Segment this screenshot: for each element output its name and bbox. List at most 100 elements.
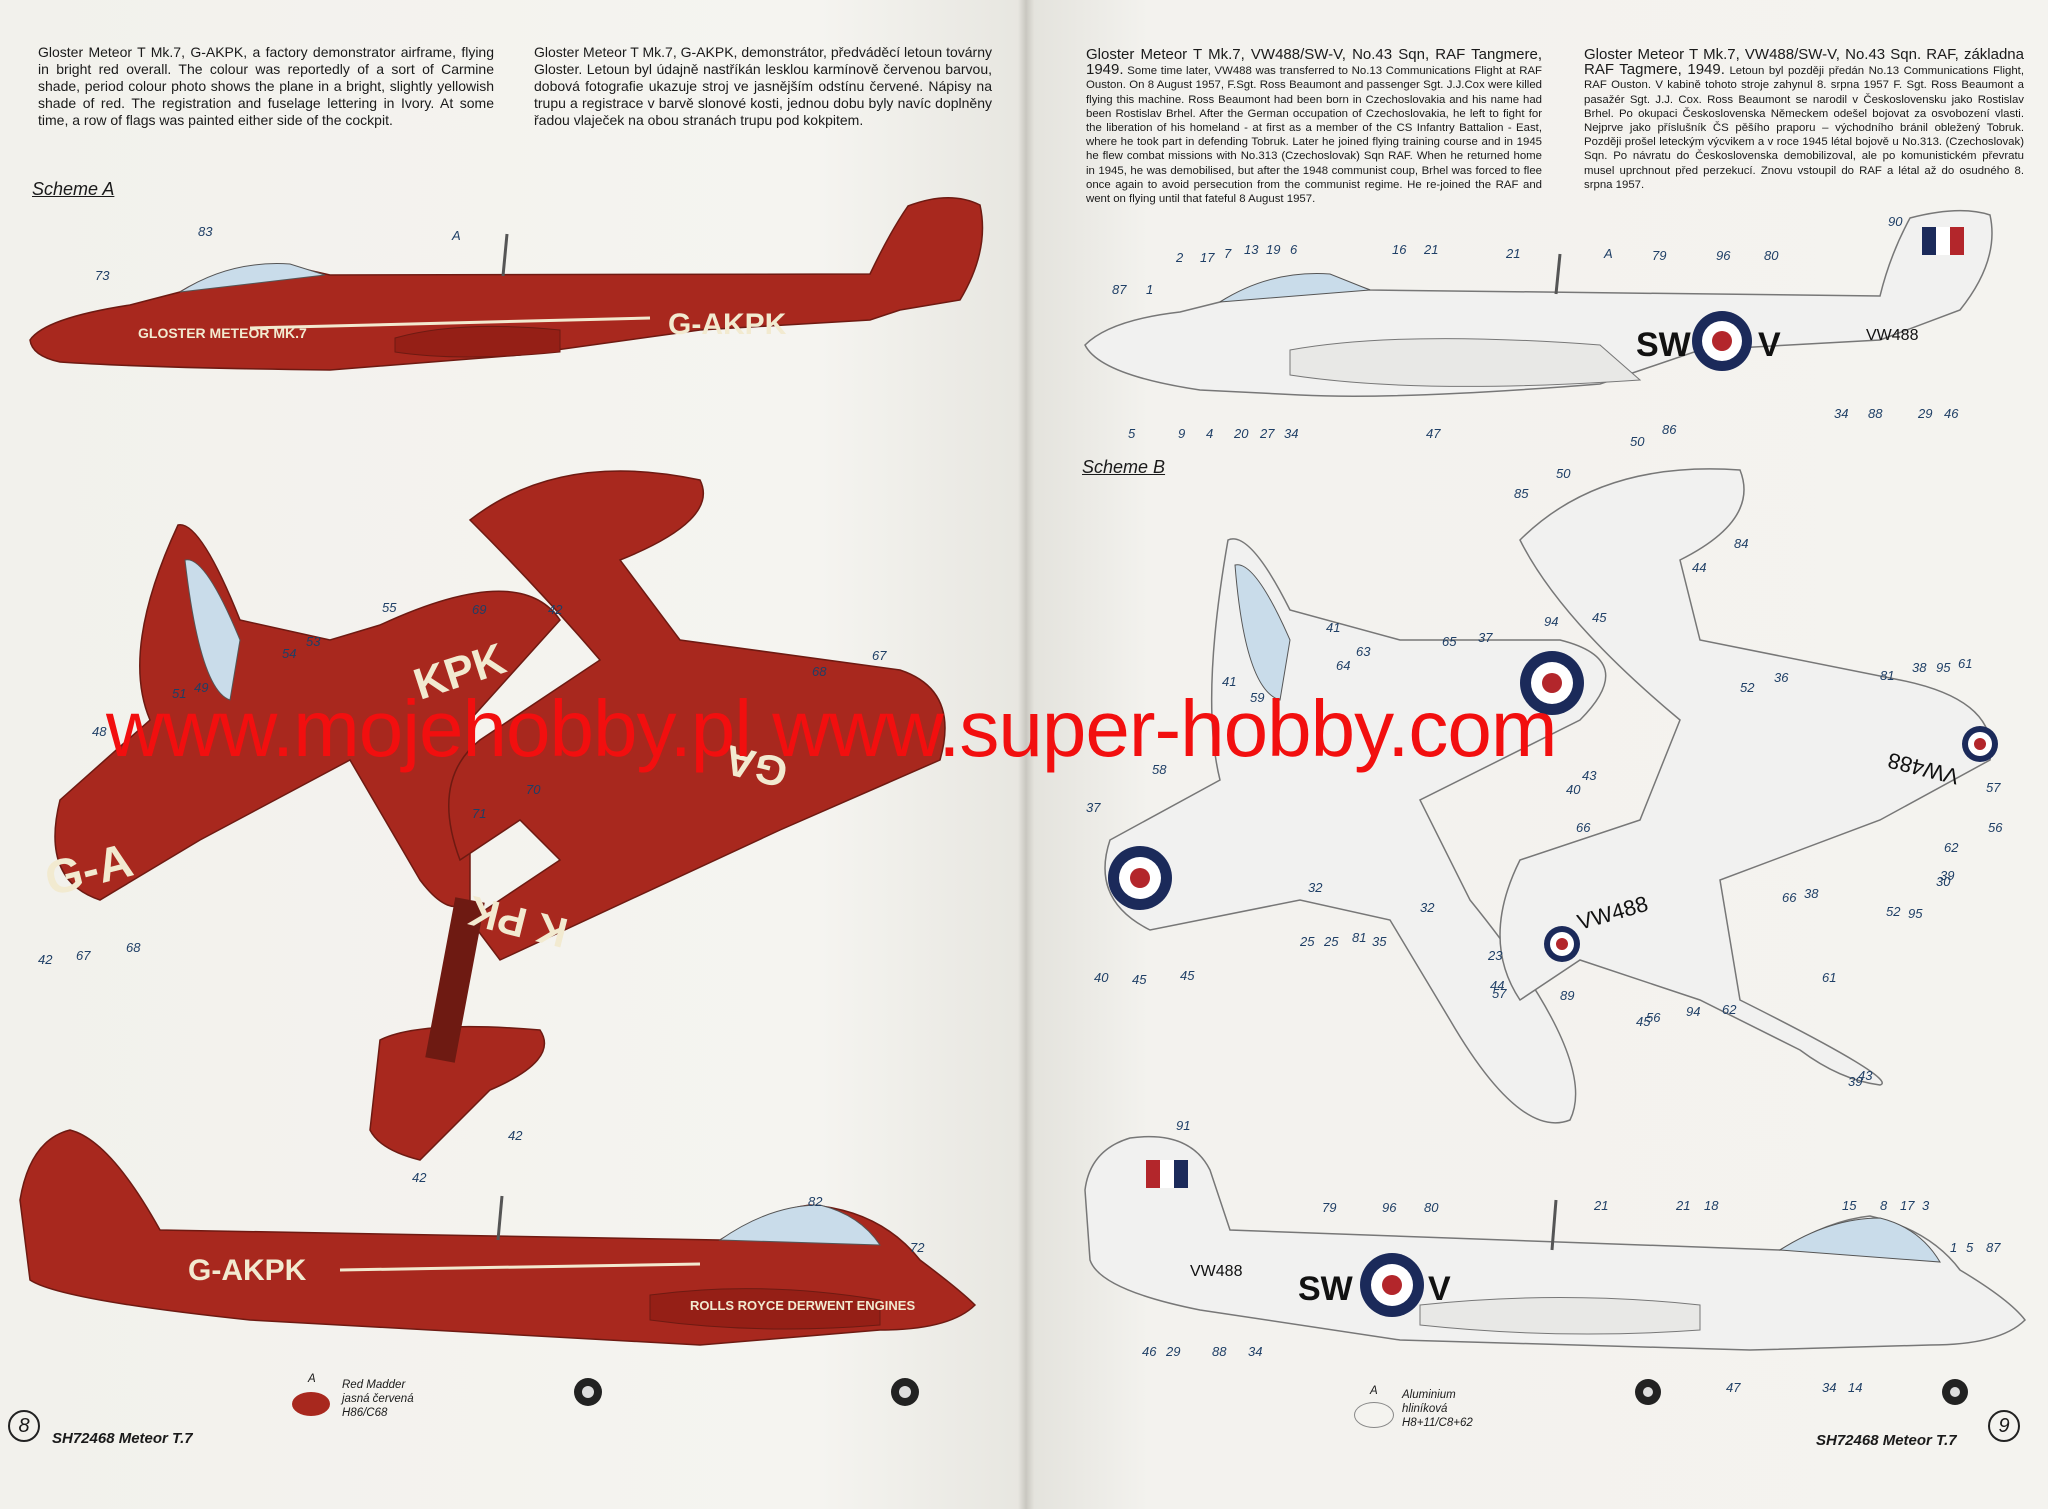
callout: 15 [1842,1198,1857,1213]
legend-line: Aluminium [1402,1389,1456,1401]
legend-line: jasná červená [342,1393,414,1405]
callout: 40 [1094,970,1109,985]
callout: 73 [95,268,110,283]
callout: 54 [282,646,297,661]
callout: 42 [508,1128,523,1143]
callout: 79 [1322,1200,1336,1215]
legend-swatch-aluminium [1354,1402,1394,1428]
callout: 71 [472,806,487,821]
callout: 5 [1966,1240,1974,1255]
callout: A [1603,246,1613,261]
serial-bottom: VW488 [1190,1263,1243,1280]
callout: 50 [1556,466,1571,481]
legend-line: H8+11/C8+62 [1402,1417,1473,1429]
code-left-bottom: SW [1298,1270,1354,1308]
callout: 21 [1423,242,1438,257]
callout: 21 [1505,246,1520,261]
callout: 52 [1740,680,1755,695]
callout: 87 [1986,1240,2001,1255]
intro-text-en-left: Gloster Meteor T Mk.7, G-AKPK, a factory… [38,44,494,128]
code-left-top: SW [1636,326,1692,364]
callout: 52 [1886,904,1901,919]
callout: 47 [1726,1380,1741,1395]
callout: 64 [1336,658,1351,673]
callout: 27 [1259,426,1275,441]
callout: 67 [76,948,91,963]
page-number-left: 8 [8,1410,40,1442]
callout: 80 [1764,248,1779,263]
callout: 42 [38,952,53,967]
callout: 42 [548,602,563,617]
callout: 95 [1936,660,1951,675]
legend-red: A [308,1372,316,1386]
callout: 30 [1936,874,1951,889]
callout: 45 [1592,610,1607,625]
callout: 38 [1804,886,1819,901]
callout: 17 [1900,1198,1915,1213]
red-side-view-bottom: G-AKPK ROLLS ROYCE DERWENT ENGINES 82 72 [19,1129,977,1406]
callout: 49 [194,680,209,695]
callout: 50 [1630,434,1645,449]
callout: 65 [1442,634,1457,649]
watermark-text: www.mojehobby.pl www.super-hobby.com [106,684,1558,773]
callout: 23 [1488,948,1503,963]
callout: 62 [1944,840,1959,855]
legend-swatch-red [292,1392,330,1416]
red-planform-lower: GA K PK [369,470,946,1161]
callout: 3 [1922,1198,1930,1213]
callout: 34 [1822,1380,1836,1395]
legend-line: Red Madder [342,1379,406,1391]
intro-title-cz-right: Gloster Meteor T Mk.7, VW488/SW-V, No.43… [1584,46,2024,79]
callout: 81 [1880,668,1895,683]
callout: 32 [1420,900,1435,915]
callout: 61 [1958,656,1973,671]
callout: 37 [1478,630,1493,645]
callout: 16 [1392,242,1407,257]
callout: 57 [1492,986,1507,1001]
callout: 72 [910,1240,925,1255]
intro-text-cz-left: Gloster Meteor T Mk.7, G-AKPK, demonstrá… [534,44,992,128]
legend-aluminium-text: Aluminium hliníková H8+11/C8+62 [1402,1388,1473,1430]
callout: 20 [1233,426,1249,441]
callout: 1 [1146,282,1153,297]
callout: 21 [1675,1198,1690,1213]
callout: 46 [1142,1344,1157,1359]
callout: 36 [1774,670,1789,685]
callout: 86 [1662,422,1677,437]
callout: 59 [1250,690,1265,705]
fuselage-text: GLOSTER METEOR MK.7 [138,325,307,341]
intro-body-cz-right: Letoun byl později předán No.13 Communic… [1584,65,2024,191]
callout: 18 [1704,1198,1719,1213]
callout: 43 [1582,768,1597,783]
callout: 94 [1544,614,1559,629]
scheme-a-title: Scheme A [32,179,115,199]
callout: 41 [1222,674,1237,689]
callout: 68 [812,664,827,679]
callout: 25 [1324,934,1339,949]
scheme-b-title: Scheme B [1082,457,1166,477]
legend-line: H86/C68 [342,1407,388,1419]
callout: 39 [1848,1074,1863,1089]
callout: 13 [1244,242,1259,257]
reg-top-text: G-AKPK [668,308,787,341]
callout: 41 [1326,620,1341,635]
serial-top: VW488 [1866,327,1919,344]
callout: 45 [1132,972,1147,987]
callout: 94 [1686,1004,1701,1019]
callout: 21 [1593,1198,1608,1213]
callout: 83 [198,224,213,239]
callout: 63 [1356,644,1371,659]
red-side-view-top: G-AKPK GLOSTER METEOR MK.7 73 83 A [29,197,984,371]
legend-aluminium: A [1370,1384,1378,1398]
engine-text: ROLLS ROYCE DERWENT ENGINES [690,1298,915,1313]
callout: 34 [1284,426,1298,441]
callout: 42 [412,1170,427,1185]
callout: 55 [382,600,397,615]
silver-planform-upper [1104,538,1607,1124]
callout: 57 [1986,780,2001,795]
callout: 44 [1692,560,1707,575]
callout: 29 [1917,406,1932,421]
callout: 34 [1248,1344,1262,1359]
callout: A [451,228,461,243]
